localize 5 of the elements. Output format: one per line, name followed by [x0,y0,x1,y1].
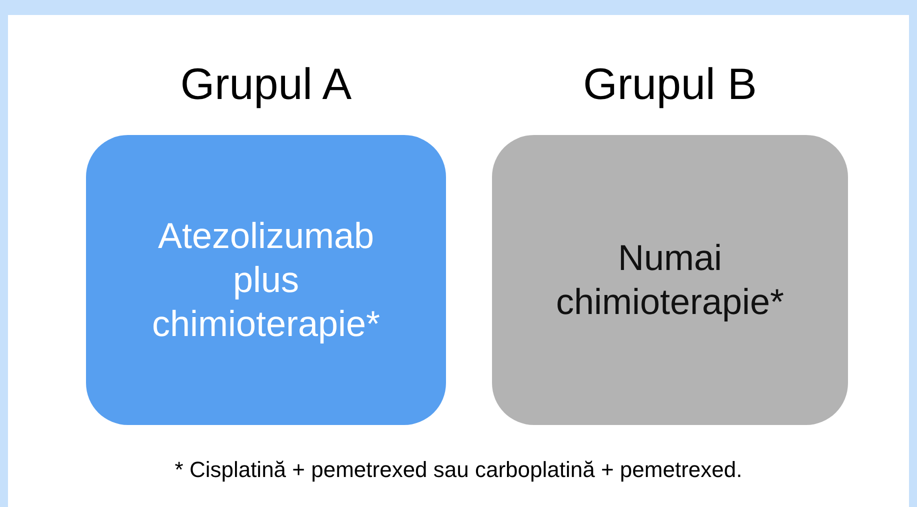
group-box: Atezolizumab plus chimioterapie* [86,135,446,425]
group-heading: Grupul B [582,59,758,111]
footnote: * Cisplatină + pemetrexed sau carboplatină + pemetrexed. [174,457,744,483]
group-heading: Grupul A [179,59,353,111]
group-box: Numai chimioterapie* [492,135,848,425]
